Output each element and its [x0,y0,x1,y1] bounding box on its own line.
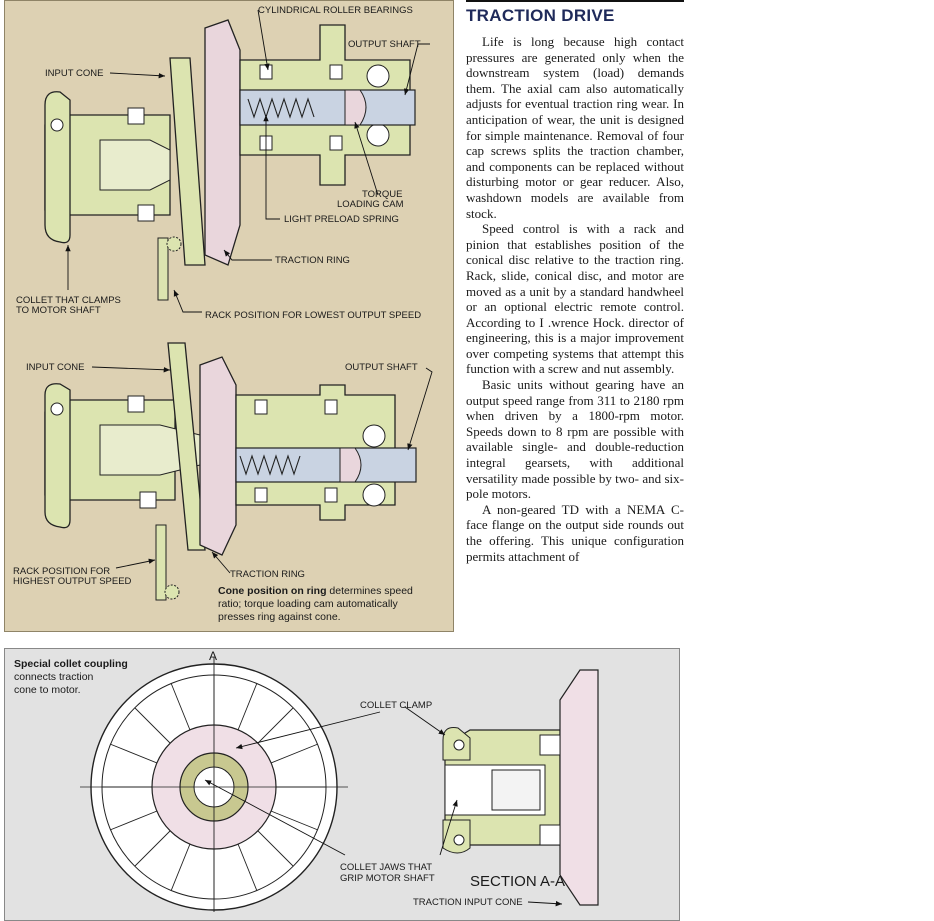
bearing-upper [127,107,145,125]
clamp-bolt-icon-2 [50,402,64,416]
input-cone-disc [169,57,206,266]
label-input-cone-2: INPUT CONE [26,362,84,373]
label-collet-clamp: COLLET CLAMP [360,700,432,711]
collet-coupling-diagram: Special collet coupling connects tractio… [14,649,599,912]
torque-loading-cam-2 [339,447,362,483]
traction-ring [204,19,241,266]
middle-cross-section: INPUT CONE OUTPUT SHAFT RACK POSITION FO… [13,342,433,623]
headline-rule [466,0,684,2]
collet-clamp-lug [44,91,71,244]
section-bearing-bottom [539,824,561,846]
ball-bearing-upper-2 [362,424,386,448]
bearing-upper-2 [127,395,145,413]
bearing-lower-2 [139,491,157,509]
label-traction-ring-2: TRACTION RING [230,569,305,580]
label-torque-cam-1: TORQUE [362,189,402,200]
section-traction-cone [559,669,599,906]
paragraph-1: Life is long because high contact pressu… [466,34,684,221]
bearing-lower [137,204,155,222]
caption-collet-coupling: Special collet coupling [14,658,128,670]
label-torque-cam-2: LOADING CAM [337,199,404,210]
preload-spring-2 [239,454,301,476]
ball-bearing-lower-2 [362,483,386,507]
pinion-gear-icon [166,236,182,252]
pinion-gear-icon-2 [164,584,180,600]
paragraph-4: A non-geared TD with a NEMA C-face flang… [466,501,684,564]
roller-bearing-5 [254,399,268,415]
label-collet-jaws-1: COLLET JAWS THAT [340,862,432,873]
top-cross-section: CYLINDRICAL ROLLER BEARINGS OUTPUT SHAFT… [16,5,430,321]
caption-collet-line-2: connects traction [14,671,94,683]
input-cone-disc-2 [167,342,206,551]
label-collet-2: TO MOTOR SHAFT [16,305,101,316]
label-collet-1: COLLET THAT CLAMPS [16,295,121,306]
caption-line-3: presses ring against cone. [218,611,341,623]
article-column: TRACTION DRIVE Life is long because high… [466,0,684,564]
roller-bearing-2 [329,64,343,80]
caption-line-2: ratio; torque loading cam automatically [218,598,399,610]
clamp-bolt-icon [50,118,64,132]
label-roller-bearings: CYLINDRICAL ROLLER BEARINGS [258,5,413,16]
label-section-a-a: SECTION A-A [470,873,565,890]
collet-clamp-lug-2 [44,383,71,529]
paragraph-2: Speed control is with a rack and pinion … [466,221,684,377]
caption-collet-line-3: cone to motor. [14,684,81,696]
rack-high [155,524,167,601]
article-headline: TRACTION DRIVE [466,6,615,25]
label-preload-spring: LIGHT PRELOAD SPRING [284,214,399,225]
roller-bearing-7 [254,487,268,503]
paragraph-3: Basic units without gearing have an outp… [466,377,684,502]
rack-low [157,237,169,301]
article-body: Life is long because high contact pressu… [466,34,684,564]
label-output-shaft-2: OUTPUT SHAFT [345,362,418,373]
ball-bearing-upper [366,64,390,88]
label-rack-high-2: HIGHEST OUTPUT SPEED [13,576,132,587]
input-cone-bore [99,139,171,191]
torque-loading-cam [344,89,367,126]
traction-ring-2 [199,356,237,556]
label-rack-low: RACK POSITION FOR LOWEST OUTPUT SPEED [205,310,421,321]
roller-bearing-4 [329,135,343,151]
output-shaft-2 [235,447,417,483]
label-collet-jaws-2: GRIP MOTOR SHAFT [340,873,435,884]
section-bearing-top [539,734,561,756]
label-output-shaft: OUTPUT SHAFT [348,39,421,50]
preload-spring [247,97,315,119]
caption-cone-position: Cone position on ring determines speed [218,585,413,597]
section-marker-a: A [209,649,217,663]
label-rack-high-1: RACK POSITION FOR [13,566,110,577]
label-traction-ring: TRACTION RING [275,255,350,266]
label-traction-input-cone: TRACTION INPUT CONE [413,897,523,908]
label-input-cone: INPUT CONE [45,68,103,79]
roller-bearing-6 [324,399,338,415]
roller-bearing-8 [324,487,338,503]
